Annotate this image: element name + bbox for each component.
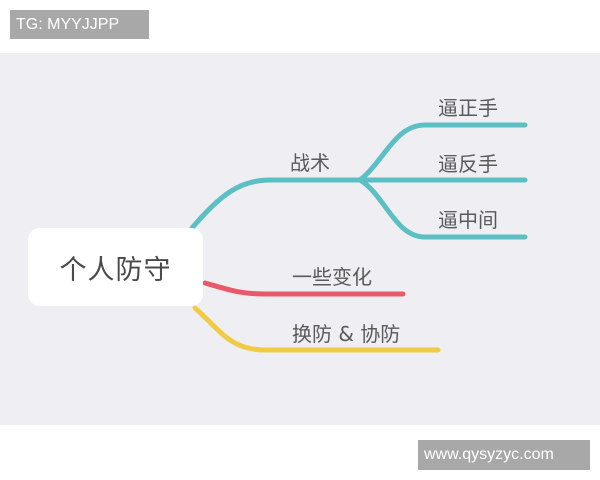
connector-switch-help: [192, 305, 441, 353]
connector-variations: [202, 280, 406, 297]
connector-force-middle: [357, 177, 528, 240]
connector-force-forehand: [357, 122, 528, 183]
connector-tactics: [189, 177, 365, 231]
node-tactics[interactable]: 战术: [290, 151, 330, 175]
watermark-top: TG: MYYJJPP: [10, 10, 149, 39]
root-node-label: 个人防守: [59, 254, 172, 286]
node-force-backhand[interactable]: 逼反手: [438, 152, 498, 176]
node-force-middle[interactable]: 逼中间: [438, 208, 498, 232]
node-switch-help[interactable]: 换防 & 协防: [292, 322, 401, 346]
watermark-bottom: www.qysyzyc.com: [418, 440, 590, 470]
node-variations[interactable]: 一些变化: [292, 265, 372, 289]
root-node[interactable]: 个人防守: [28, 228, 203, 306]
node-force-forehand[interactable]: 逼正手: [438, 96, 498, 120]
